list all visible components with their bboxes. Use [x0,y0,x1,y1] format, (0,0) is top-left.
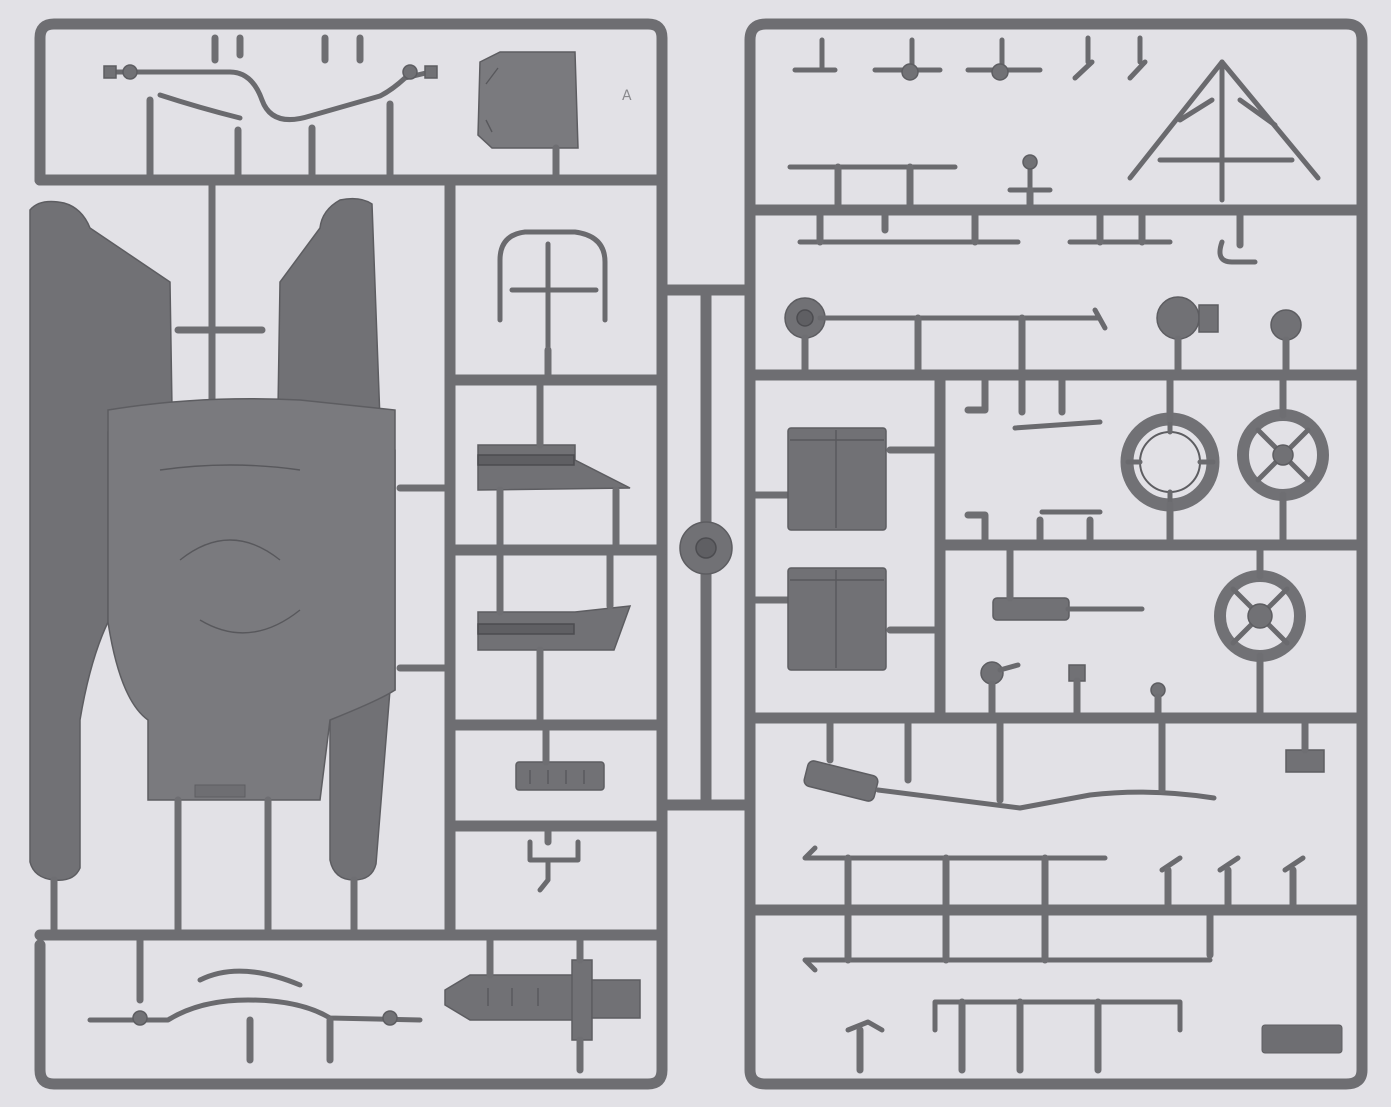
rear-axle-bottom [87,931,423,1064]
horn-cylinder-part [992,541,1145,621]
exhaust-pipe-part [803,714,1325,811]
center-connector-runner [656,284,756,811]
bottom-bar-part [845,998,1183,1074]
steering-wheel-large [1120,371,1220,549]
floor-plate-part [477,51,579,180]
wheel-cross-part [1214,541,1306,722]
headlamp-and-rod [784,297,1108,379]
headlamp-right [1156,296,1302,379]
seat-part-lower [477,546,632,729]
seat-part-upper [477,376,631,554]
seat-block-upper [787,427,887,531]
fuel-tank-part [444,931,641,1074]
left-sprue-frame [34,18,668,1090]
chassis-gates [50,796,358,939]
front-axle-top [103,64,438,122]
sprue-center-logo [695,537,717,559]
steering-wheel-small [1237,371,1329,549]
long-rods-band [802,845,1306,973]
radiator-frame-part [497,229,608,384]
right-sprue-frame [744,18,1368,1090]
small-lever-part [527,822,581,893]
a-frame-part [1127,59,1321,203]
seat-block-lower [787,567,887,671]
part-number-plate [1261,1024,1343,1054]
top-row-gates [146,34,394,180]
engine-block-part [515,721,605,791]
chassis-floor-pan [29,197,396,881]
small-brackets-top [792,35,1148,81]
knob-parts-row [980,661,1166,722]
rod-parts-row-1 [787,154,1258,265]
sprue-label: A [622,88,632,104]
small-parts-gates [964,371,1103,549]
